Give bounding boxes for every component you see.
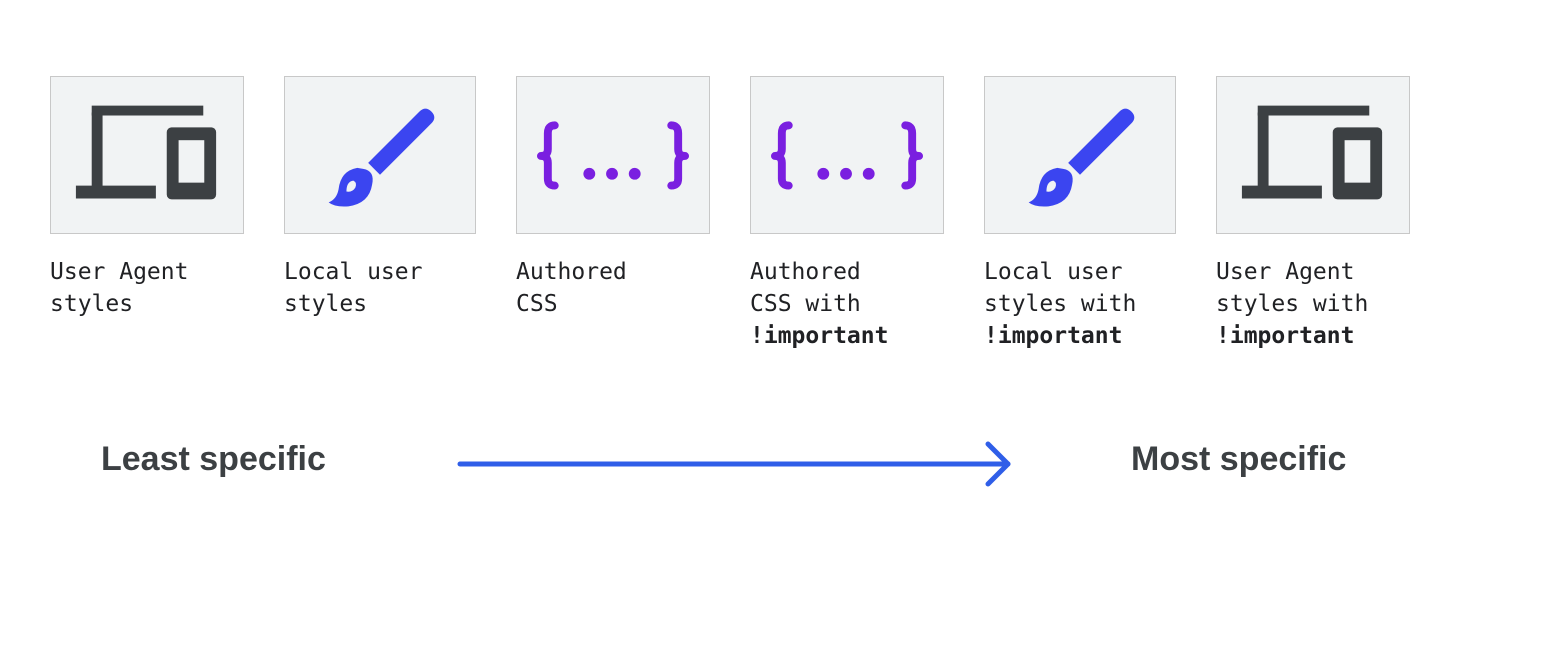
label-line: CSS bbox=[516, 291, 558, 317]
icon-box bbox=[1216, 76, 1410, 234]
card-user-agent-styles-important: User Agent styles with !important bbox=[1216, 76, 1410, 352]
card-local-user-styles: Local user styles bbox=[284, 76, 476, 320]
card-label: Authored CSS bbox=[516, 256, 710, 320]
arrow-right-icon bbox=[457, 441, 1011, 487]
paintbrush-icon bbox=[1028, 108, 1135, 207]
icon-box bbox=[516, 76, 710, 234]
important-keyword: !important bbox=[984, 323, 1123, 349]
card-label: Local user styles with !important bbox=[984, 256, 1176, 352]
icon-box bbox=[750, 76, 944, 234]
card-label: Authored CSS with !important bbox=[750, 256, 944, 352]
label-line: styles with bbox=[1216, 291, 1369, 317]
most-specific-label: Most specific bbox=[1131, 440, 1347, 478]
icon-box bbox=[284, 76, 476, 234]
devices-icon bbox=[1241, 105, 1383, 200]
important-keyword: !important bbox=[750, 323, 889, 349]
label-line: styles bbox=[284, 291, 368, 317]
label-line: Local user bbox=[984, 259, 1123, 285]
least-specific-label: Least specific bbox=[101, 440, 326, 478]
label-line: Authored bbox=[750, 259, 861, 285]
curly-braces-icon bbox=[770, 121, 924, 190]
label-line: User Agent bbox=[50, 259, 189, 285]
card-authored-css-important: Authored CSS with !important bbox=[750, 76, 944, 352]
label-line: styles with bbox=[984, 291, 1137, 317]
paintbrush-icon bbox=[328, 108, 435, 207]
icon-box bbox=[984, 76, 1176, 234]
label-line: styles bbox=[50, 291, 134, 317]
important-keyword: !important bbox=[1216, 323, 1355, 349]
curly-braces-icon bbox=[536, 121, 690, 190]
card-user-agent-styles: User Agent styles bbox=[50, 76, 244, 320]
devices-icon bbox=[75, 105, 217, 200]
card-authored-css: Authored CSS bbox=[516, 76, 710, 320]
label-line: User Agent bbox=[1216, 259, 1355, 285]
card-local-user-styles-important: Local user styles with !important bbox=[984, 76, 1176, 352]
label-line: Authored bbox=[516, 259, 627, 285]
icon-box bbox=[50, 76, 244, 234]
card-label: Local user styles bbox=[284, 256, 476, 320]
card-label: User Agent styles bbox=[50, 256, 244, 320]
card-label: User Agent styles with !important bbox=[1216, 256, 1410, 352]
label-line: Local user bbox=[284, 259, 423, 285]
label-line: CSS with bbox=[750, 291, 861, 317]
